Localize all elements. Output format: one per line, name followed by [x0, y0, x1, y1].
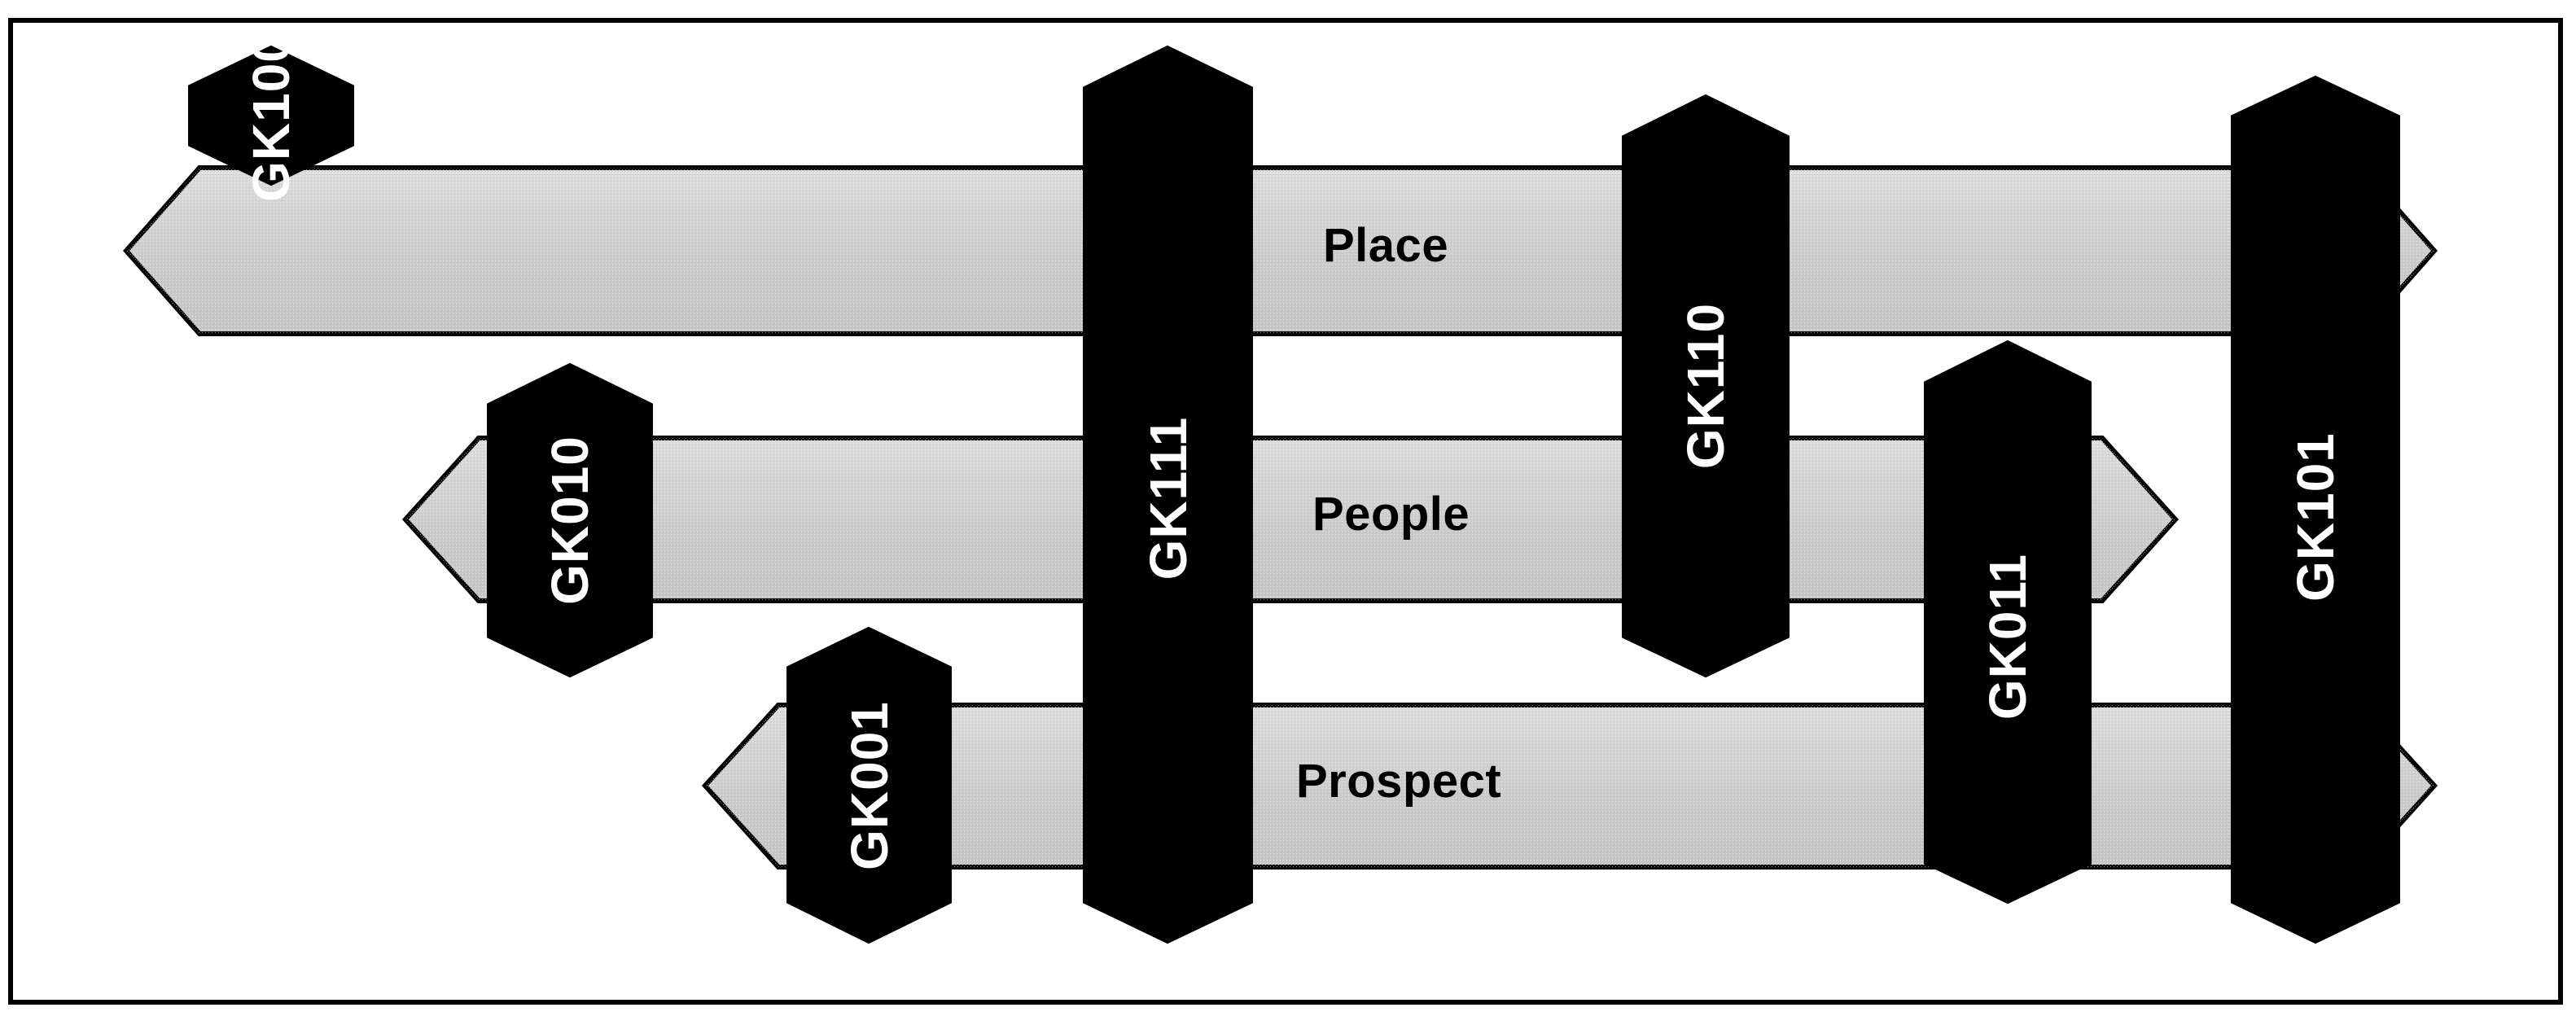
gk111-label: GK111 [1139, 416, 1198, 580]
band-people-shape[interactable] [401, 436, 2180, 603]
gk101-label: GK101 [2286, 432, 2345, 602]
band-label-prospect: Prospect [1296, 755, 1502, 808]
gk001-hexagon-shape[interactable] [786, 626, 952, 944]
band-place-shape[interactable] [122, 165, 2438, 336]
gk010-hexagon-shape[interactable] [487, 362, 653, 678]
gk110-hexagon-shape[interactable] [1622, 94, 1790, 678]
gk110-label: GK110 [1676, 302, 1735, 470]
gk100-hexagon-shape[interactable] [188, 45, 354, 186]
gk011-hexagon-shape[interactable] [1924, 339, 2092, 905]
band-prospect-shape[interactable] [701, 703, 2438, 869]
gk100-label: GK100 [242, 33, 300, 202]
gk001-label: GK001 [840, 701, 899, 870]
gk010-label: GK010 [541, 436, 599, 605]
band-label-place: Place [1323, 219, 1449, 272]
gk011-label: GK011 [1978, 553, 2037, 721]
band-label-people: People [1312, 488, 1470, 541]
gk101-hexagon-shape[interactable] [2231, 75, 2400, 944]
gk111-hexagon-shape[interactable] [1083, 45, 1253, 944]
